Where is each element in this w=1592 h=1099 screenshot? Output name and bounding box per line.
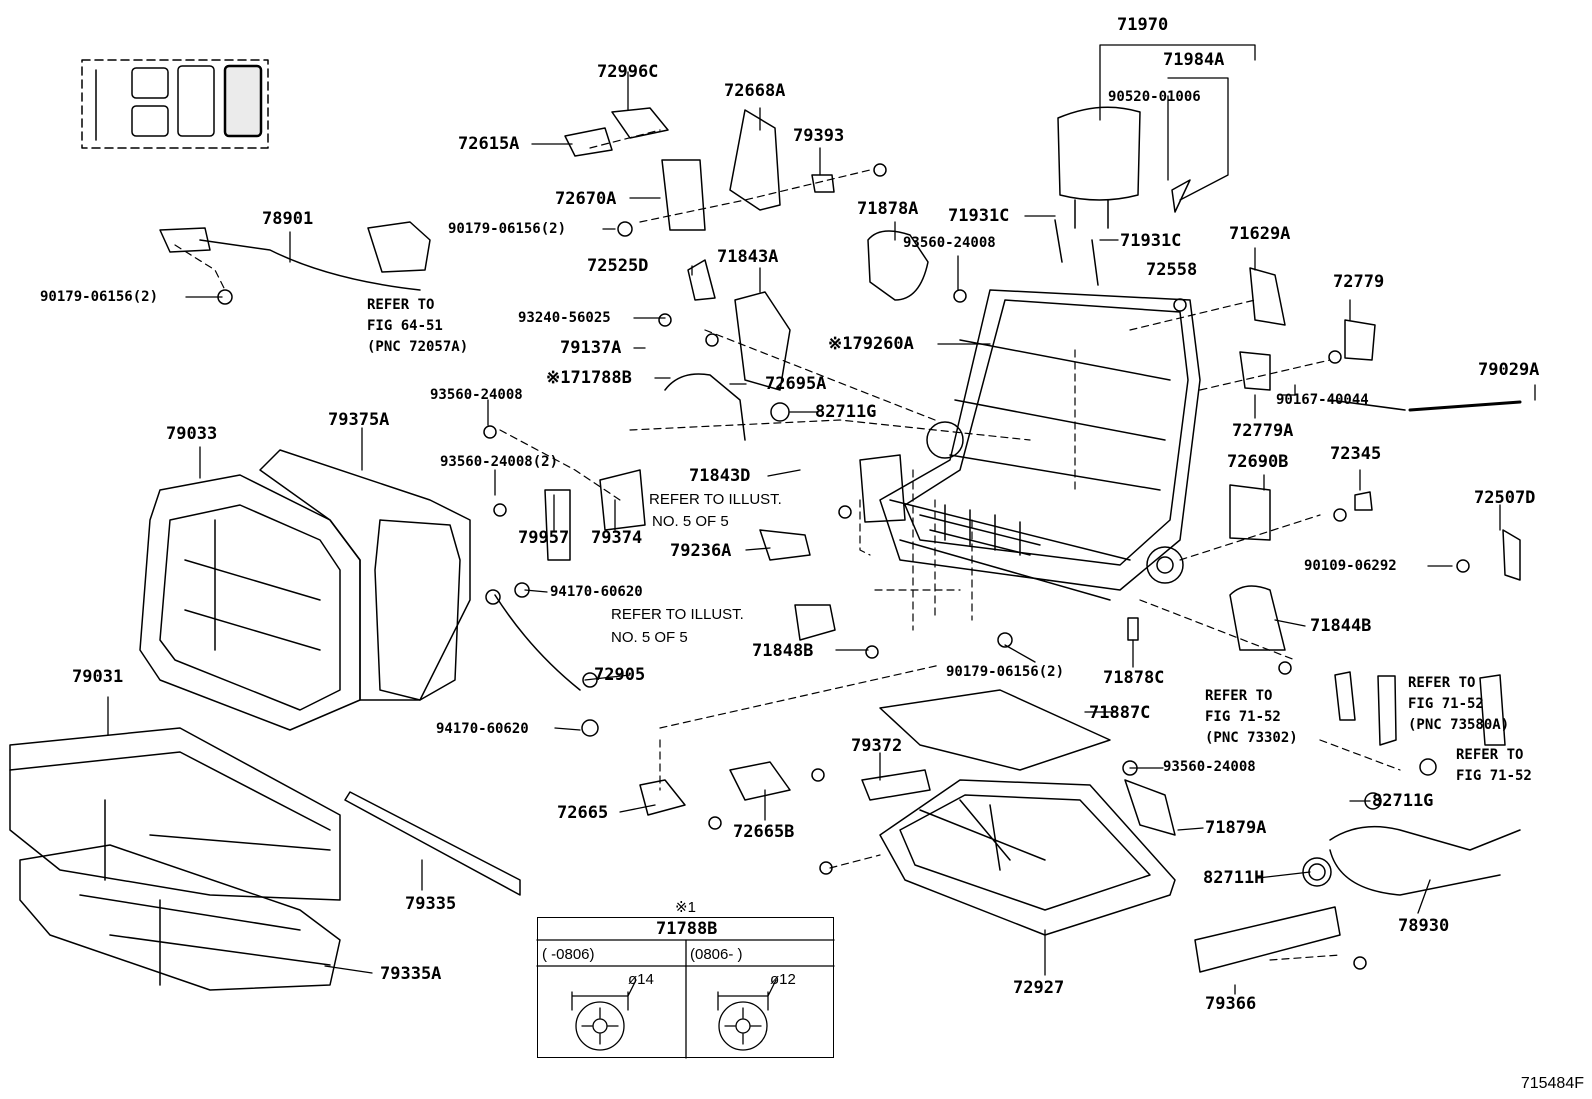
- seat-frame: [879, 289, 1201, 601]
- part-label-90109-06292: 90109-06292: [1304, 558, 1397, 574]
- vehicle-locator-icon: [81, 59, 269, 149]
- headrest: [1054, 106, 1191, 286]
- refer-note-fig71-52-line1: REFER TO: [1456, 747, 1524, 763]
- part-label-72670a: 72670A: [555, 189, 617, 209]
- inset-title: 71788B: [656, 919, 718, 939]
- part-label-72779a: 72779A: [1232, 421, 1294, 441]
- part-label-71970: 71970: [1117, 15, 1169, 35]
- part-label-90179-06156-left: 90179-06156(2): [40, 289, 159, 305]
- part-label-79029a: 79029A: [1478, 360, 1540, 380]
- refer-note-fig64-51-line2: FIG 64-51: [367, 318, 443, 334]
- part-label-72558: 72558: [1146, 260, 1198, 280]
- part-label-93560-24008-bottom: 93560-24008: [1163, 759, 1256, 775]
- part-label-72779: 72779: [1333, 272, 1385, 292]
- part-label-79335a: 79335A: [380, 964, 442, 984]
- part-label-71931c-left: 71931C: [948, 206, 1010, 226]
- part-label-90179-06156-top: 90179-06156(2): [448, 221, 567, 237]
- part-label-71878c: 71878C: [1103, 668, 1165, 688]
- part-label-79033: 79033: [166, 424, 218, 444]
- part-label-78901: 78901: [262, 209, 314, 229]
- part-label-72695a: 72695A: [765, 374, 827, 394]
- part-label-79372: 79372: [851, 736, 903, 756]
- part-label-93560-24008-2: 93560-24008(2): [440, 454, 559, 470]
- part-label-71843d: 71843D: [689, 466, 751, 486]
- part-label-79957: 79957: [518, 528, 570, 548]
- part-label-79031: 79031: [72, 667, 124, 687]
- part-label-82711h: 82711H: [1203, 868, 1265, 888]
- part-label-71848b: 71848B: [752, 641, 814, 661]
- part-label-94170-60620-bottom: 94170-60620: [436, 721, 529, 737]
- seat-cushion-and-back: [9, 449, 471, 991]
- inset-right-date-range: (0806- ): [690, 946, 743, 963]
- part-label-72668a: 72668A: [724, 81, 786, 101]
- refer-note-illust-lower-line2: NO. 5 OF 5: [611, 629, 688, 646]
- rails-and-cables: [199, 239, 1521, 973]
- part-label-71984a: 71984A: [1163, 50, 1225, 70]
- refer-note-fig71-52-line2: FIG 71-52: [1456, 768, 1532, 784]
- inset-left-diameter: ø14: [628, 971, 654, 988]
- figure-code: 715484F: [1520, 1075, 1584, 1092]
- inset-drawing: [536, 939, 835, 1059]
- part-label-79335: 79335: [405, 894, 457, 914]
- part-label-72507d: 72507D: [1474, 488, 1536, 508]
- inset-mark: ※1: [675, 899, 696, 916]
- refer-note-73302-line2: FIG 71-52: [1205, 709, 1281, 725]
- lower-seat-cover: [879, 689, 1176, 936]
- part-label-94170-60620-top: 94170-60620: [550, 584, 643, 600]
- refer-note-73580a-line1: REFER TO: [1408, 675, 1476, 691]
- part-label-71844b: 71844B: [1310, 616, 1372, 636]
- part-label-79374: 79374: [591, 528, 643, 548]
- part-label-82711g-top: 82711G: [815, 402, 877, 422]
- part-label-78930: 78930: [1398, 916, 1450, 936]
- inset-71788b-variants: [537, 917, 834, 1058]
- part-label-90167-40044: 90167-40044: [1276, 392, 1369, 408]
- part-label-72905: 72905: [594, 665, 646, 685]
- part-label-72345: 72345: [1330, 444, 1382, 464]
- refer-note-73580a-line2: FIG 71-52: [1408, 696, 1484, 712]
- part-label-72525d: 72525D: [587, 256, 649, 276]
- part-label-72665b: 72665B: [733, 822, 795, 842]
- part-label-71931c-right: 71931C: [1120, 231, 1182, 251]
- part-label-90179-06156-bottom: 90179-06156(2): [946, 664, 1065, 680]
- part-label-72996c: 72996C: [597, 62, 659, 82]
- part-label-71879a: 71879A: [1205, 818, 1267, 838]
- refer-note-73302-line1: REFER TO: [1205, 688, 1273, 704]
- part-label-72690b: 72690B: [1227, 452, 1289, 472]
- dashed-assembly-lines: [174, 129, 1401, 961]
- part-label-71843a: 71843A: [717, 247, 779, 267]
- part-label-79137a: 79137A: [560, 338, 622, 358]
- part-label-79260a: ※179260A: [828, 334, 914, 354]
- refer-note-illust-upper-line1: REFER TO ILLUST.: [649, 491, 782, 508]
- part-label-72927: 72927: [1013, 978, 1065, 998]
- leader-lines: [107, 44, 1536, 995]
- inset-left-date-range: ( -0806): [542, 946, 595, 963]
- part-label-79375a: 79375A: [328, 410, 390, 430]
- part-label-82711g-bottom: 82711G: [1372, 791, 1434, 811]
- refer-note-73302-line3: (PNC 73302): [1205, 730, 1298, 746]
- part-label-93560-24008-top: 93560-24008: [903, 235, 996, 251]
- refer-note-illust-upper-line2: NO. 5 OF 5: [652, 513, 729, 530]
- inset-right-diameter: ø12: [770, 971, 796, 988]
- refer-note-fig64-51-line1: REFER TO: [367, 297, 435, 313]
- part-label-71887c: 71887C: [1089, 703, 1151, 723]
- refer-note-illust-lower-line1: REFER TO ILLUST.: [611, 606, 744, 623]
- part-label-72615a: 72615A: [458, 134, 520, 154]
- part-label-71629a: 71629A: [1229, 224, 1291, 244]
- part-label-90520-01006: 90520-01006: [1108, 89, 1201, 105]
- part-label-79236a: 79236A: [670, 541, 732, 561]
- part-label-79366: 79366: [1205, 994, 1257, 1014]
- part-label-72665: 72665: [557, 803, 609, 823]
- part-label-71878a: 71878A: [857, 199, 919, 219]
- part-label-71788b: ※171788B: [546, 368, 632, 388]
- part-label-79393: 79393: [793, 126, 845, 146]
- part-label-93560-24008-mid: 93560-24008: [430, 387, 523, 403]
- refer-note-fig64-51-line3: (PNC 72057A): [367, 339, 469, 355]
- refer-note-73580a-line3: (PNC 73580A): [1408, 717, 1510, 733]
- part-label-93240-56025: 93240-56025: [518, 310, 611, 326]
- small-parts: [159, 107, 1522, 970]
